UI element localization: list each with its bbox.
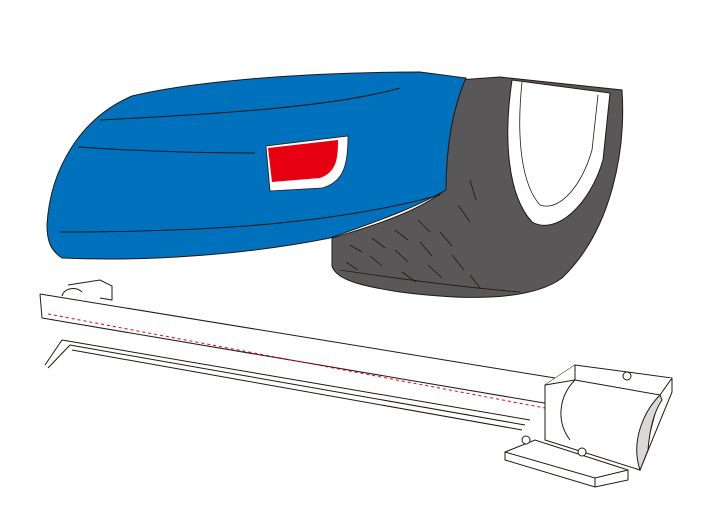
rail-base xyxy=(69,344,526,426)
rail-front-bottom xyxy=(61,339,531,421)
sidewall-line xyxy=(519,81,599,207)
tread-grooves xyxy=(339,179,521,293)
bolt-hole xyxy=(521,435,531,445)
right-bracket xyxy=(504,364,673,488)
rail-top-edge xyxy=(39,293,556,379)
rail-left-end xyxy=(39,293,71,369)
bumper-contour-lines xyxy=(59,87,441,233)
rail-base-lower xyxy=(71,349,523,431)
bolt-hole xyxy=(622,371,632,381)
sensor-cylinder xyxy=(636,394,663,472)
bumper xyxy=(46,71,467,260)
sensor-rail xyxy=(39,279,673,488)
tire-sidewall xyxy=(507,79,611,226)
bolt-hole xyxy=(577,447,587,457)
tire xyxy=(331,76,624,298)
laser-line xyxy=(47,313,546,409)
reflector xyxy=(268,140,338,182)
left-bracket xyxy=(61,279,113,301)
